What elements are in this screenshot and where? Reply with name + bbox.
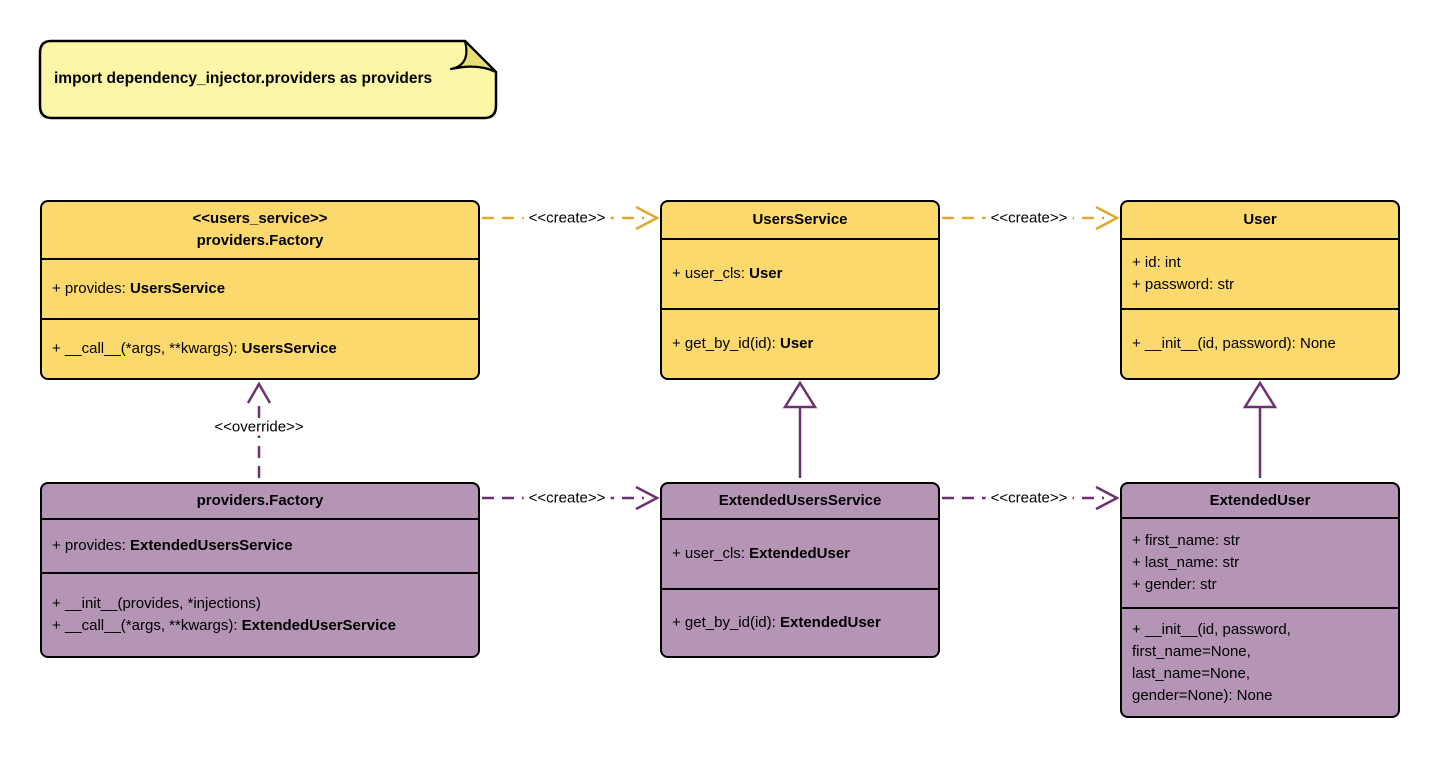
create-edge-3-arrowhead-icon bbox=[635, 485, 660, 511]
class-attributes: + provides: UsersService bbox=[42, 258, 478, 318]
class-title: <<users_service>>providers.Factory bbox=[192, 210, 328, 249]
class-methods: + __init__(id, password): None bbox=[1122, 308, 1398, 378]
class-attributes: + user_cls: User bbox=[662, 238, 938, 308]
class-methods: + __init__(id, password,first_name=None,… bbox=[1122, 607, 1398, 716]
override-edge-arrowhead-icon bbox=[246, 381, 272, 404]
class-box-user: User + id: int+ password: str + __init__… bbox=[1120, 200, 1400, 380]
note-text: import dependency_injector.providers as … bbox=[54, 70, 433, 87]
class-attributes: + provides: ExtendedUsersService bbox=[42, 518, 478, 572]
create-edge-4-label: <<create>> bbox=[985, 489, 1073, 507]
note-shape bbox=[38, 39, 498, 120]
class-box-extendeduser: ExtendedUser + first_name: str+ last_nam… bbox=[1120, 482, 1400, 718]
create-edge-1-label: <<create>> bbox=[523, 209, 611, 227]
inheritance-edge-1-triangle-icon bbox=[782, 380, 818, 409]
class-methods: + get_by_id(id): User bbox=[662, 308, 938, 378]
class-attributes: + id: int+ password: str bbox=[1122, 238, 1398, 308]
create-edge-2-arrowhead-icon bbox=[1095, 205, 1120, 231]
import-note: import dependency_injector.providers as … bbox=[38, 38, 500, 122]
create-edge-3-label: <<create>> bbox=[523, 489, 611, 507]
class-title: UsersService bbox=[752, 211, 848, 228]
class-box-usersservice: UsersService + user_cls: User + get_by_i… bbox=[660, 200, 940, 380]
class-attributes: + user_cls: ExtendedUser bbox=[662, 518, 938, 588]
class-attributes: + first_name: str+ last_name: str+ gende… bbox=[1122, 517, 1398, 607]
class-title: ExtendedUsersService bbox=[718, 492, 882, 509]
class-title: providers.Factory bbox=[196, 492, 324, 509]
class-methods: + get_by_id(id): ExtendedUser bbox=[662, 588, 938, 656]
create-edge-2-label: <<create>> bbox=[985, 209, 1073, 227]
class-methods: + __init__(provides, *injections)+ __cal… bbox=[42, 572, 478, 656]
inheritance-edge-2-triangle-icon bbox=[1242, 380, 1278, 409]
note-fold-icon bbox=[449, 39, 498, 74]
class-box-extended-factory: providers.Factory + provides: ExtendedUs… bbox=[40, 482, 480, 658]
create-edge-1-arrowhead-icon bbox=[635, 205, 660, 231]
class-methods: + __call__(*args, **kwargs): UsersServic… bbox=[42, 318, 478, 378]
create-edge-4-arrowhead-icon bbox=[1095, 485, 1120, 511]
class-title: ExtendedUser bbox=[1209, 491, 1311, 509]
class-box-users-service-factory: <<users_service>>providers.Factory + pro… bbox=[40, 200, 480, 380]
override-edge-label: <<override>> bbox=[209, 418, 309, 436]
class-box-extendedusersservice: ExtendedUsersService + user_cls: Extende… bbox=[660, 482, 940, 658]
class-title: User bbox=[1243, 211, 1277, 228]
